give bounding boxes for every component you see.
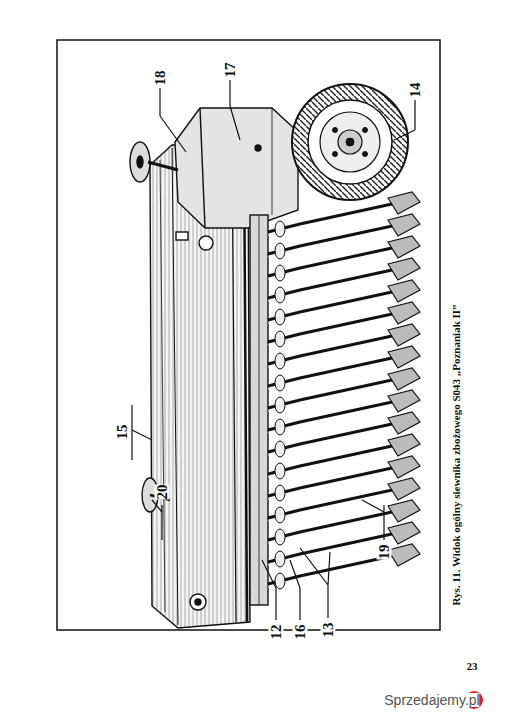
coulter	[268, 412, 420, 457]
coulter	[268, 346, 420, 391]
coulter	[268, 500, 420, 545]
leader-lines	[132, 80, 415, 620]
coulter	[268, 280, 420, 325]
coulter	[268, 456, 420, 501]
figure-caption: Rys. 11. Widok ogólny siewnika zbożowego…	[451, 304, 462, 605]
callout-number: 15	[115, 425, 130, 440]
callout-number: 12	[269, 625, 284, 640]
coulter	[268, 258, 420, 303]
coulter	[268, 214, 420, 259]
coulter	[268, 390, 420, 435]
coulter	[268, 192, 420, 237]
coulter	[268, 368, 420, 413]
coulter	[268, 478, 420, 523]
coulter	[268, 236, 420, 281]
callout-number: 14	[408, 83, 423, 98]
coulter	[268, 324, 420, 369]
callout-number: 13	[321, 623, 336, 638]
coulter	[268, 544, 420, 589]
seed-shaft	[250, 215, 268, 605]
page-number: 23	[467, 661, 478, 672]
hand-crank	[130, 142, 178, 182]
watermark: Sprzedajemy.pl	[384, 693, 479, 707]
hand-wheel	[142, 478, 170, 512]
coulter	[268, 522, 420, 567]
frame	[57, 40, 440, 630]
ground-wheel	[292, 84, 408, 200]
coulter-row	[268, 192, 420, 589]
coulter	[268, 434, 420, 479]
callout-number: 18	[153, 71, 168, 86]
callout-number: 17	[223, 63, 238, 78]
callout-number: 20	[155, 485, 170, 500]
coulter	[268, 302, 420, 347]
callout-number: 16	[293, 625, 308, 640]
callout-number: 19	[377, 545, 392, 560]
